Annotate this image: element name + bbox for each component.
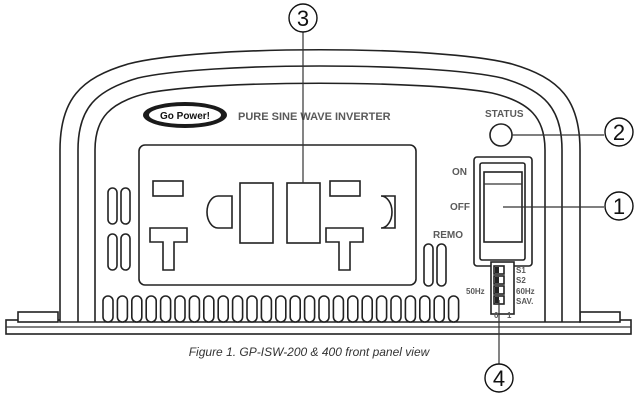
svg-text:3: 3 — [297, 6, 309, 31]
vent-slot — [447, 295, 460, 323]
dip-scale-0: 0 — [494, 311, 499, 320]
vent-slot — [375, 295, 388, 323]
vent-slot — [433, 295, 446, 323]
vent-slot — [203, 295, 215, 323]
face-bevel — [94, 82, 546, 322]
right-vent-slots — [423, 243, 447, 287]
dip-label-s1: S1 — [516, 266, 526, 275]
vent-slot — [332, 295, 345, 323]
vent-slot — [346, 295, 359, 323]
power-rocker-switch[interactable] — [473, 156, 533, 267]
callout-2: 2 — [604, 117, 634, 147]
vent-slot — [404, 295, 417, 323]
left-vent-slots — [107, 187, 131, 271]
dip-label-60hz: 60Hz — [516, 287, 535, 296]
svg-text:4: 4 — [493, 366, 505, 391]
vent-slot — [274, 295, 287, 323]
callout-3: 3 — [288, 3, 318, 33]
status-led — [489, 123, 513, 147]
off-label: OFF — [450, 202, 470, 213]
vent-slot — [260, 295, 273, 323]
mounting-flange — [5, 311, 632, 335]
vent-slot — [174, 295, 186, 323]
on-label: ON — [452, 167, 467, 178]
vent-slot — [246, 295, 258, 323]
vent-slot — [318, 295, 330, 323]
vent-slot — [231, 295, 244, 323]
vent-slot — [159, 295, 172, 323]
logo-text: Go Power! — [160, 111, 210, 122]
svg-text:1: 1 — [613, 194, 625, 219]
vent-slot — [418, 295, 431, 323]
dip-switch-block[interactable] — [490, 261, 515, 315]
vent-slot — [303, 295, 316, 323]
svg-text:2: 2 — [613, 120, 625, 145]
figure-caption: Figure 1. GP-ISW-200 & 400 front panel v… — [189, 345, 431, 359]
vent-slot — [116, 295, 129, 323]
product-title: PURE SINE WAVE INVERTER — [238, 111, 391, 123]
dip-label-sav: SAV. — [516, 297, 533, 306]
go-power-logo: Go Power! — [143, 102, 227, 128]
vent-slot — [145, 295, 157, 323]
vent-slot — [289, 295, 302, 323]
vent-slot — [390, 295, 402, 323]
remote-label: REMO — [433, 230, 463, 241]
vent-slot — [131, 295, 143, 323]
status-label: STATUS — [485, 109, 524, 120]
vent-slot — [217, 295, 229, 323]
vent-slot — [188, 295, 201, 323]
vent-slot — [361, 295, 374, 323]
dip-scale-1: 1 — [507, 311, 512, 320]
ac-outlet — [138, 144, 417, 286]
dip-label-s2: S2 — [516, 276, 526, 285]
callout-1: 1 — [604, 191, 634, 221]
vent-slot — [102, 295, 114, 323]
housing-inner — [77, 65, 563, 322]
dip-label-50hz: 50Hz — [466, 287, 485, 296]
callout-4: 4 — [484, 363, 514, 393]
bottom-vent-row — [102, 295, 460, 323]
